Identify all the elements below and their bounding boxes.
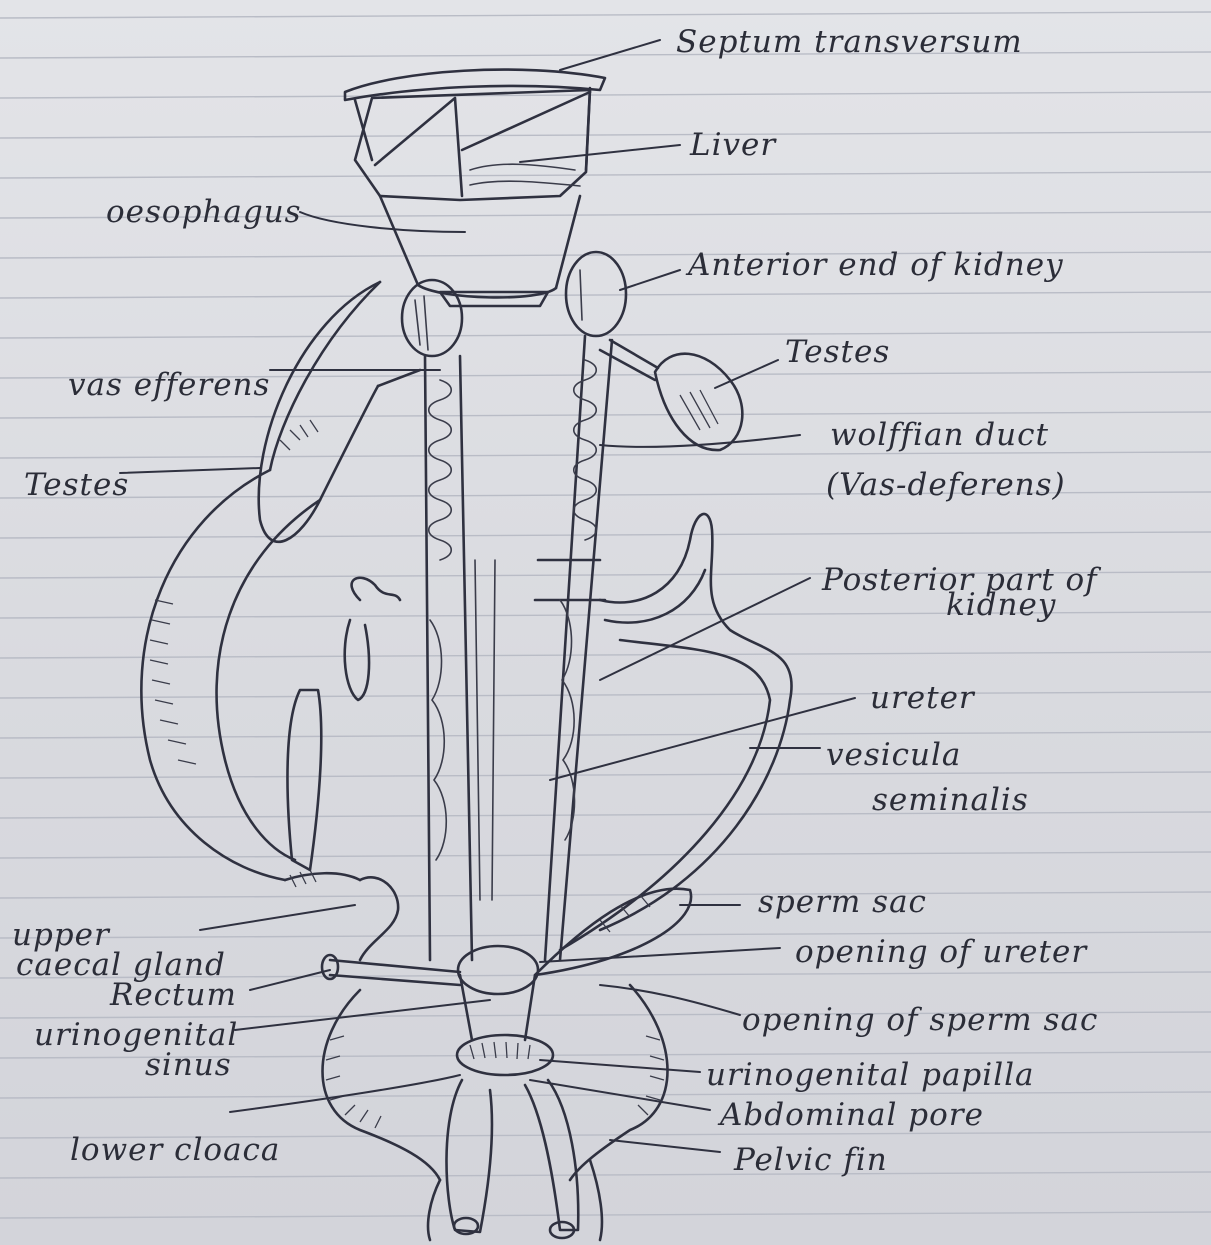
label-sperm-sac: sperm sac (758, 884, 927, 920)
label-lower-cloaca: lower cloaca (70, 1132, 280, 1168)
label-liver: Liver (689, 127, 777, 163)
label-pelvic-fin: Pelvic fin (733, 1142, 888, 1178)
vesicula-seminalis-right-drawing (560, 514, 792, 950)
label-vesicula: vesicula (826, 737, 961, 773)
label-vas-deferens: (Vas-deferens) (826, 467, 1066, 503)
label-testes-left: Testes (24, 467, 129, 503)
label-sinus: sinus (145, 1047, 232, 1083)
label-seminalis: seminalis (872, 782, 1029, 818)
label-anterior-end-of-kidney: Anterior end of kidney (685, 247, 1064, 283)
septum-transversum-drawing (345, 70, 605, 170)
testes-left-drawing (259, 282, 420, 542)
vesicula-seminalis-left-drawing (141, 470, 400, 880)
pelvic-fin-drawing (323, 985, 668, 1240)
label-opening-of-ureter: opening of ureter (795, 934, 1088, 970)
oesophagus-drawing (380, 196, 580, 306)
label-ureter: ureter (870, 680, 976, 716)
liver-drawing (355, 90, 590, 200)
label-testes-right: Testes (785, 334, 890, 370)
label-opening-of-sperm-sac: opening of sperm sac (742, 1002, 1098, 1038)
sperm-sac-drawing (535, 889, 691, 975)
label-kidney: kidney (946, 587, 1056, 623)
label-vas-efferens: vas efferens (68, 367, 270, 403)
testes-right-drawing (600, 340, 742, 450)
label-oesophagus: oesophagus (106, 194, 302, 230)
label-urinogenital-papilla: urinogenital papilla (706, 1057, 1035, 1093)
kidney-columns (425, 336, 612, 960)
label-rectum: Rectum (109, 977, 237, 1013)
label-abdominal-pore: Abdominal pore (717, 1097, 984, 1133)
label-septum-transversum: Septum transversum (676, 24, 1023, 60)
anterior-kidney-drawing (402, 252, 626, 356)
cloaca-drawing (285, 870, 553, 1075)
label-wolffian-duct: wolffian duct (830, 417, 1049, 453)
